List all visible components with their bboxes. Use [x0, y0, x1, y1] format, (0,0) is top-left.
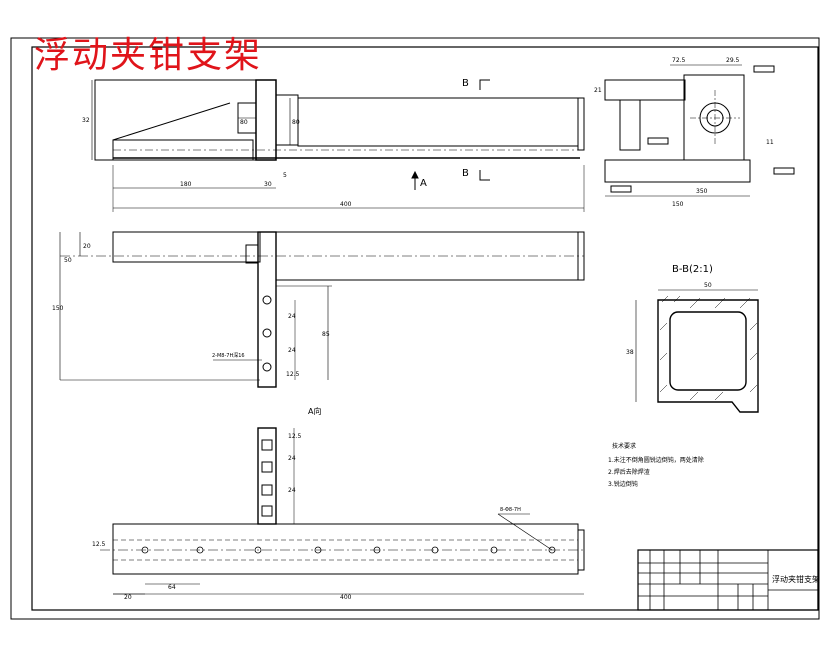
dim-bot-400: 400: [340, 594, 352, 601]
section-dim-top: 50: [704, 282, 712, 289]
drawing-title: 浮动夹钳支架: [34, 35, 263, 76]
tech-notes-heading: 技术要求: [612, 442, 636, 450]
dim-mid-85: 85: [322, 331, 330, 338]
dim-side-72-5: 72.5: [672, 57, 686, 64]
dim-top-80a: 80: [292, 119, 300, 126]
dim-side-350: 350: [696, 188, 708, 195]
side-view: [604, 64, 795, 197]
section-label: B-B(2:1): [672, 264, 713, 275]
dim-bot-24b: 24: [288, 487, 296, 494]
dim-mid-24a: 24: [288, 313, 296, 320]
dim-top-400: 400: [340, 201, 352, 208]
side-view-flange: [683, 74, 745, 161]
dim-top-32: 32: [82, 117, 90, 124]
section-dim-left: 38: [626, 349, 634, 356]
front-view: [91, 79, 585, 212]
dim-top-30: 30: [264, 181, 272, 188]
dim-bot-24a: 24: [288, 455, 296, 462]
dim-mid-12-5: 12.5: [286, 371, 300, 378]
bottom-view-body: [112, 523, 579, 575]
tech-note-2: 2.焊后去除焊渣: [608, 468, 650, 476]
callout-phi8: 8-Φ8-7H: [500, 507, 521, 513]
dim-mid-150: 150: [52, 305, 64, 312]
plan-view: [59, 231, 585, 388]
dim-side-29-5: 29.5: [726, 57, 740, 64]
dim-bot-20: 20: [124, 594, 132, 601]
section-outline: [657, 299, 759, 413]
bottom-view: [100, 427, 585, 595]
cut-mark-a: A: [420, 178, 427, 189]
dim-mid-20: 20: [83, 243, 91, 250]
inner-frame: [31, 46, 819, 611]
callout-m8: 2-M8-7H深16: [212, 352, 245, 359]
cut-mark-b-top: B: [462, 78, 469, 89]
dim-mid-50: 50: [64, 257, 72, 264]
dim-side-21: 21: [594, 87, 602, 94]
dim-bot-12-5: 12.5: [92, 541, 106, 548]
aux-view-label: A向: [308, 406, 321, 416]
title-block-part-name: 浮动夹钳支架: [772, 574, 820, 584]
dim-bot-12-5b: 12.5: [288, 433, 302, 440]
dim-side-11: 11: [766, 139, 774, 146]
dim-top-5: 5: [283, 172, 287, 179]
tech-note-3: 3.锐边倒钝: [608, 480, 638, 488]
title-block: [637, 549, 819, 611]
tech-note-1: 1.未注不倒角圆锐边倒钝，两处清除: [608, 456, 704, 464]
dim-side-150: 150: [672, 201, 684, 208]
cut-mark-b-bottom: B: [462, 168, 469, 179]
dim-top-180: 180: [180, 181, 192, 188]
outer-frame: [10, 37, 820, 620]
dim-top-80b: 80: [240, 119, 248, 126]
section-bb: [635, 289, 759, 413]
dim-bot-64: 64: [168, 584, 176, 591]
front-view-slope: [112, 102, 231, 141]
dim-mid-24b: 24: [288, 347, 296, 354]
